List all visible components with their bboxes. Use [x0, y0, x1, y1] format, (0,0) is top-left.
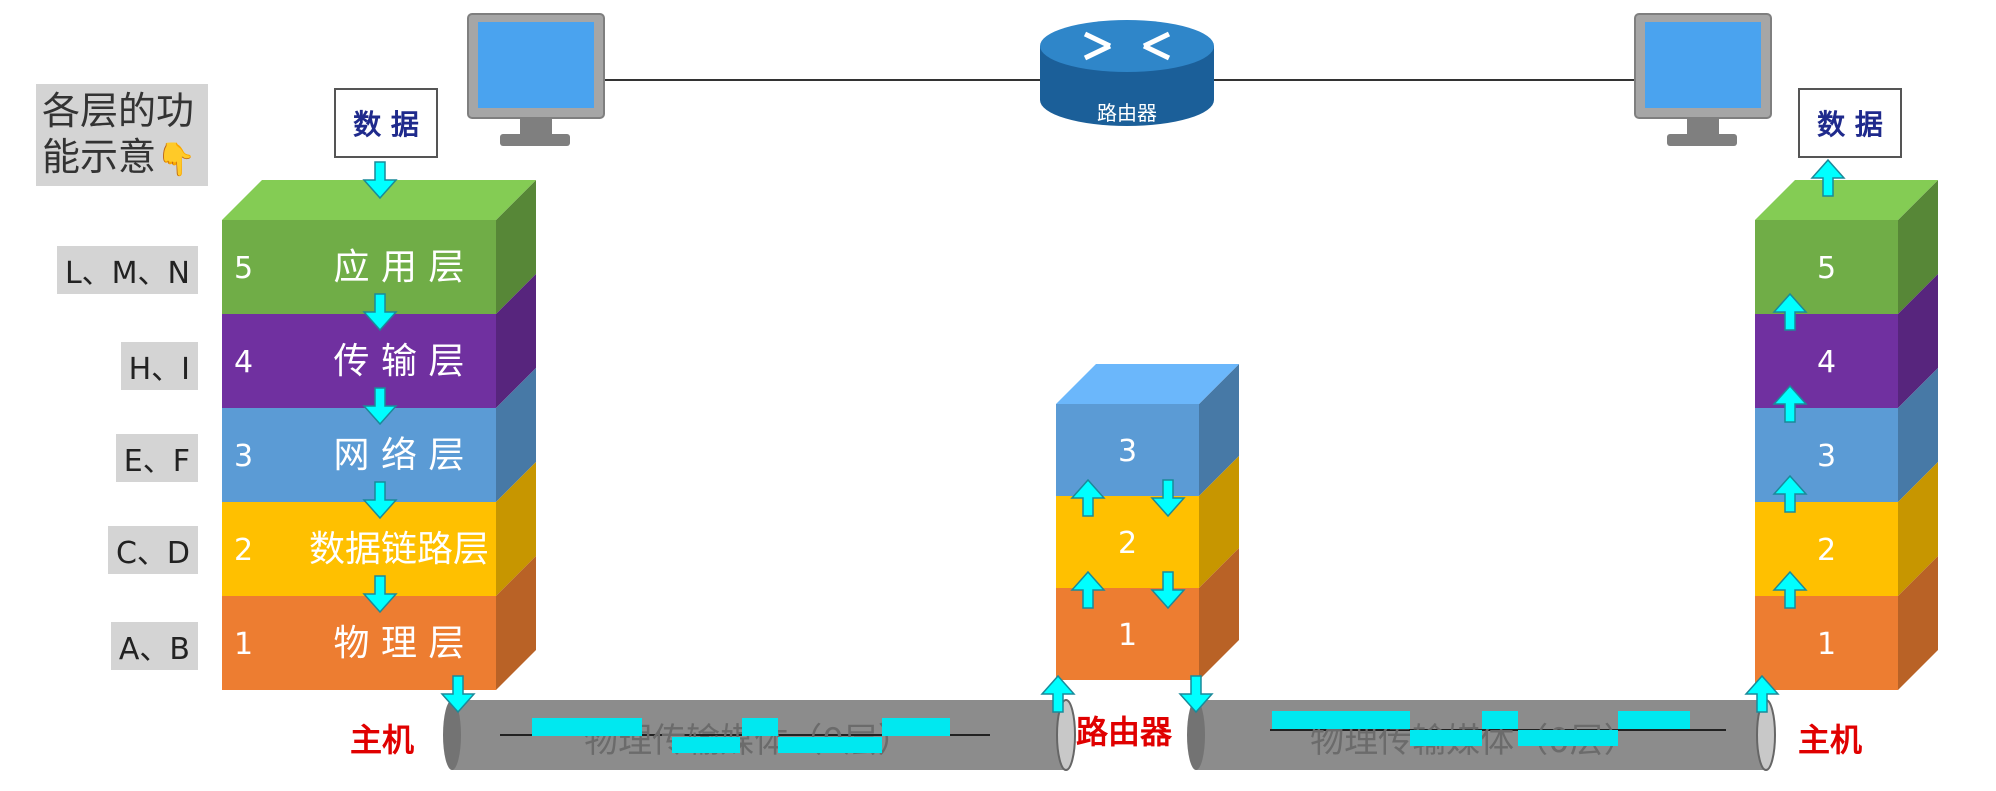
router-icon-label: 路由器	[1097, 101, 1157, 125]
down-arrow-icon	[362, 293, 398, 332]
up-arrow-icon	[1070, 478, 1106, 517]
layer-block-2: 2 数据链路层	[222, 462, 536, 596]
legend-title: 各层的功 能示意👇	[36, 84, 208, 186]
layer-block-1: 1	[1056, 548, 1239, 680]
legend-line-2: 能示意	[42, 135, 157, 179]
signal-block	[1410, 730, 1482, 746]
layer-number: 2	[1118, 526, 1137, 561]
pointing-hand-icon: 👇	[156, 140, 196, 178]
signal-blocks	[532, 711, 1690, 753]
layer-number: 3	[1817, 439, 1836, 474]
layer-block-2: 2	[1755, 462, 1938, 596]
layer-block-2: 2	[1056, 456, 1239, 588]
left-host-stack: 5 应 用 层 4 传 输 层 3 网 络 层 2 数据链路层 1 物 理 层	[222, 180, 536, 690]
signal-block	[1482, 711, 1518, 729]
host-label-left: 主机	[350, 721, 415, 759]
down-arrow-icon	[362, 161, 398, 200]
down-arrow-icon	[362, 481, 398, 520]
layer-block-4: 4 传 输 层	[222, 274, 536, 408]
signal-block	[672, 737, 740, 753]
down-arrow-icon	[362, 575, 398, 614]
layer-block-3: 3 网 络 层	[222, 368, 536, 502]
layer-number: 5	[234, 251, 253, 286]
right-host-stack: 5 4 3 2 1	[1755, 180, 1938, 690]
signal-block	[532, 718, 642, 736]
layer-number: 1	[234, 627, 253, 662]
layer-number: 1	[1118, 618, 1137, 653]
down-arrow-icon	[440, 675, 476, 714]
signal-block	[1618, 711, 1690, 729]
signal-block	[1518, 730, 1618, 746]
signal-block	[882, 718, 950, 736]
layer-number: 3	[1118, 434, 1137, 469]
side-label-layer4: H、I	[120, 342, 198, 390]
router-stack: 3 2 1	[1056, 364, 1239, 680]
layer-name: 网 络 层	[334, 435, 465, 476]
layer-number: 2	[234, 533, 253, 568]
layer-block-3: 3	[1755, 368, 1938, 502]
data-box-right: 数 据	[1798, 88, 1902, 158]
up-arrow-icon	[1744, 674, 1780, 713]
legend-line-1: 各层的功	[42, 89, 195, 133]
layer-name: 物 理 层	[334, 623, 465, 664]
signal-block	[778, 737, 882, 753]
layer-number: 3	[234, 439, 253, 474]
layer-number: 4	[234, 345, 253, 380]
up-arrow-icon	[1070, 570, 1106, 609]
side-label-layer2: C、D	[107, 526, 198, 574]
up-arrow-icon	[1772, 570, 1808, 609]
signal-block	[1272, 711, 1410, 729]
layer-number: 4	[1817, 345, 1836, 380]
host-label-right: 主机	[1798, 721, 1863, 759]
layer-block-4: 4	[1755, 274, 1938, 408]
up-arrow-icon	[1040, 674, 1076, 713]
signal-block	[742, 718, 778, 736]
side-label-layer3: E、F	[115, 434, 198, 482]
up-arrow-icon	[1772, 384, 1808, 423]
down-arrow-icon	[1150, 479, 1186, 518]
down-arrow-icon	[1150, 571, 1186, 610]
layer-block-3: 3	[1056, 364, 1239, 496]
layer-block-5: 5	[1755, 180, 1938, 314]
up-arrow-icon	[1772, 292, 1808, 331]
side-label-layer1: A、B	[110, 622, 198, 670]
down-arrow-icon	[362, 387, 398, 426]
up-arrow-icon	[1810, 158, 1846, 197]
down-arrow-icon	[1178, 675, 1214, 714]
arrows	[362, 158, 1846, 714]
layer-number: 1	[1817, 627, 1836, 662]
router-icon: 路由器	[1040, 20, 1214, 126]
side-label-layer5: L、M、N	[56, 246, 198, 294]
layer-block-1: 1	[1755, 556, 1938, 690]
layer-number: 2	[1817, 533, 1836, 568]
router-label: 路由器	[1076, 713, 1173, 751]
layer-name: 应 用 层	[334, 247, 465, 288]
layer-block-5: 5 应 用 层	[222, 180, 536, 314]
monitor-icon-right	[1634, 13, 1772, 146]
up-arrow-icon	[1772, 474, 1808, 513]
monitor-icon-left	[467, 13, 605, 146]
layer-name: 传 输 层	[334, 341, 465, 382]
layer-number: 5	[1817, 251, 1836, 286]
data-box-left: 数 据	[334, 88, 438, 158]
layer-block-1: 1 物 理 层	[222, 556, 536, 690]
layer-name: 数据链路层	[309, 529, 489, 570]
